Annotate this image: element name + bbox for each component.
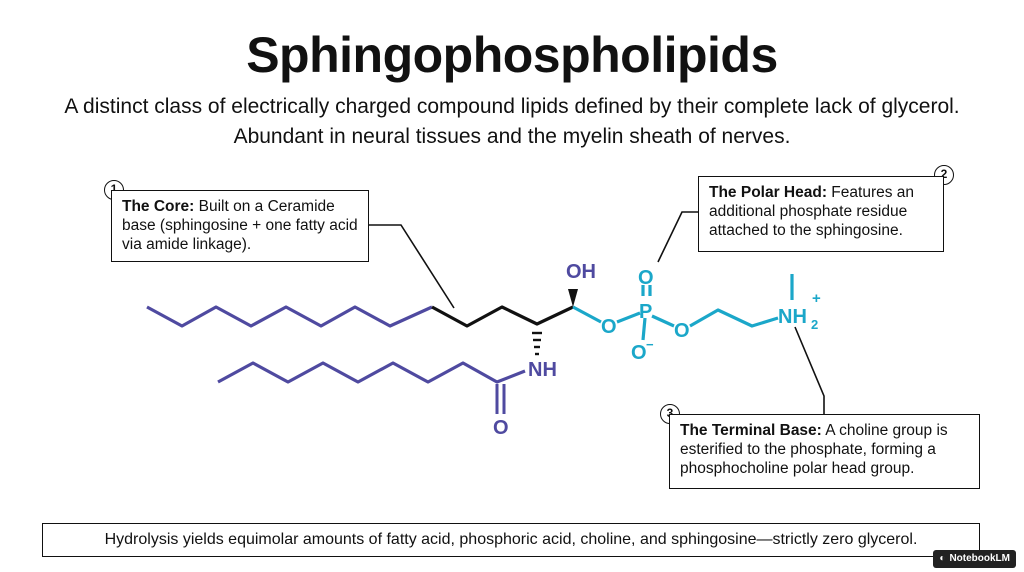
stereo-wedge-bond	[568, 289, 578, 307]
brand-label: NotebookLM	[949, 553, 1010, 564]
callout-polar-head-heading: The Polar Head:	[709, 184, 827, 201]
phosphate-bonds	[572, 285, 779, 341]
leader-lines	[369, 211, 825, 414]
ester-oxygen-right-label: O	[674, 320, 690, 342]
leader-line-core	[369, 224, 455, 309]
carbonyl-oxygen-label: O	[493, 417, 509, 439]
callout-core: The Core: Built on a Ceramide base (sphi…	[111, 190, 369, 262]
footer-summary: Hydrolysis yields equimolar amounts of f…	[42, 523, 980, 557]
sphingosine-tail-chain	[146, 305, 433, 328]
fatty-acid-chain	[217, 361, 526, 384]
callout-polar-head: The Polar Head: Features an additional p…	[698, 176, 944, 252]
callout-polar-head-text: Features an additional phosphate residue…	[709, 184, 915, 239]
ammonium-nh-label: NH	[778, 306, 807, 328]
page-title: Sphingophospholipids	[246, 27, 778, 83]
stereo-hash-bond	[532, 331, 542, 356]
sphingosine-backbone-chain	[431, 305, 574, 328]
callout-terminal-base: The Terminal Base: A choline group is es…	[669, 414, 980, 489]
notebooklm-logo-icon: ◐	[939, 553, 946, 564]
callout-core-heading: The Core:	[122, 198, 195, 215]
callout-terminal-base-heading: The Terminal Base:	[680, 422, 822, 439]
ammonium-plus-sign: +	[812, 290, 821, 307]
callout-terminal-base-text: A choline group is esterified to the pho…	[680, 422, 948, 477]
leader-line-terminal-base	[794, 326, 825, 414]
amide-nh-label: NH	[528, 359, 557, 381]
ammonium-subscript-2: 2	[811, 317, 818, 332]
leader-line-polar-head	[657, 211, 698, 263]
ester-oxygen-left-label: O	[601, 316, 617, 338]
carbonyl-double-bond	[495, 384, 506, 414]
phosphorus-label: P	[639, 301, 652, 323]
phosphate-double-oxygen-label: O	[638, 267, 654, 289]
brand-badge: ◐ NotebookLM	[933, 550, 1016, 568]
phosphate-minus-sign: −	[646, 337, 654, 352]
page-subtitle: A distinct class of electrically charged…	[64, 95, 960, 148]
hydroxyl-label: OH	[566, 261, 596, 283]
callout-core-text: Built on a Ceramide base (sphingosine + …	[122, 198, 358, 253]
phosphate-anion-oxygen-label: O	[631, 342, 647, 364]
